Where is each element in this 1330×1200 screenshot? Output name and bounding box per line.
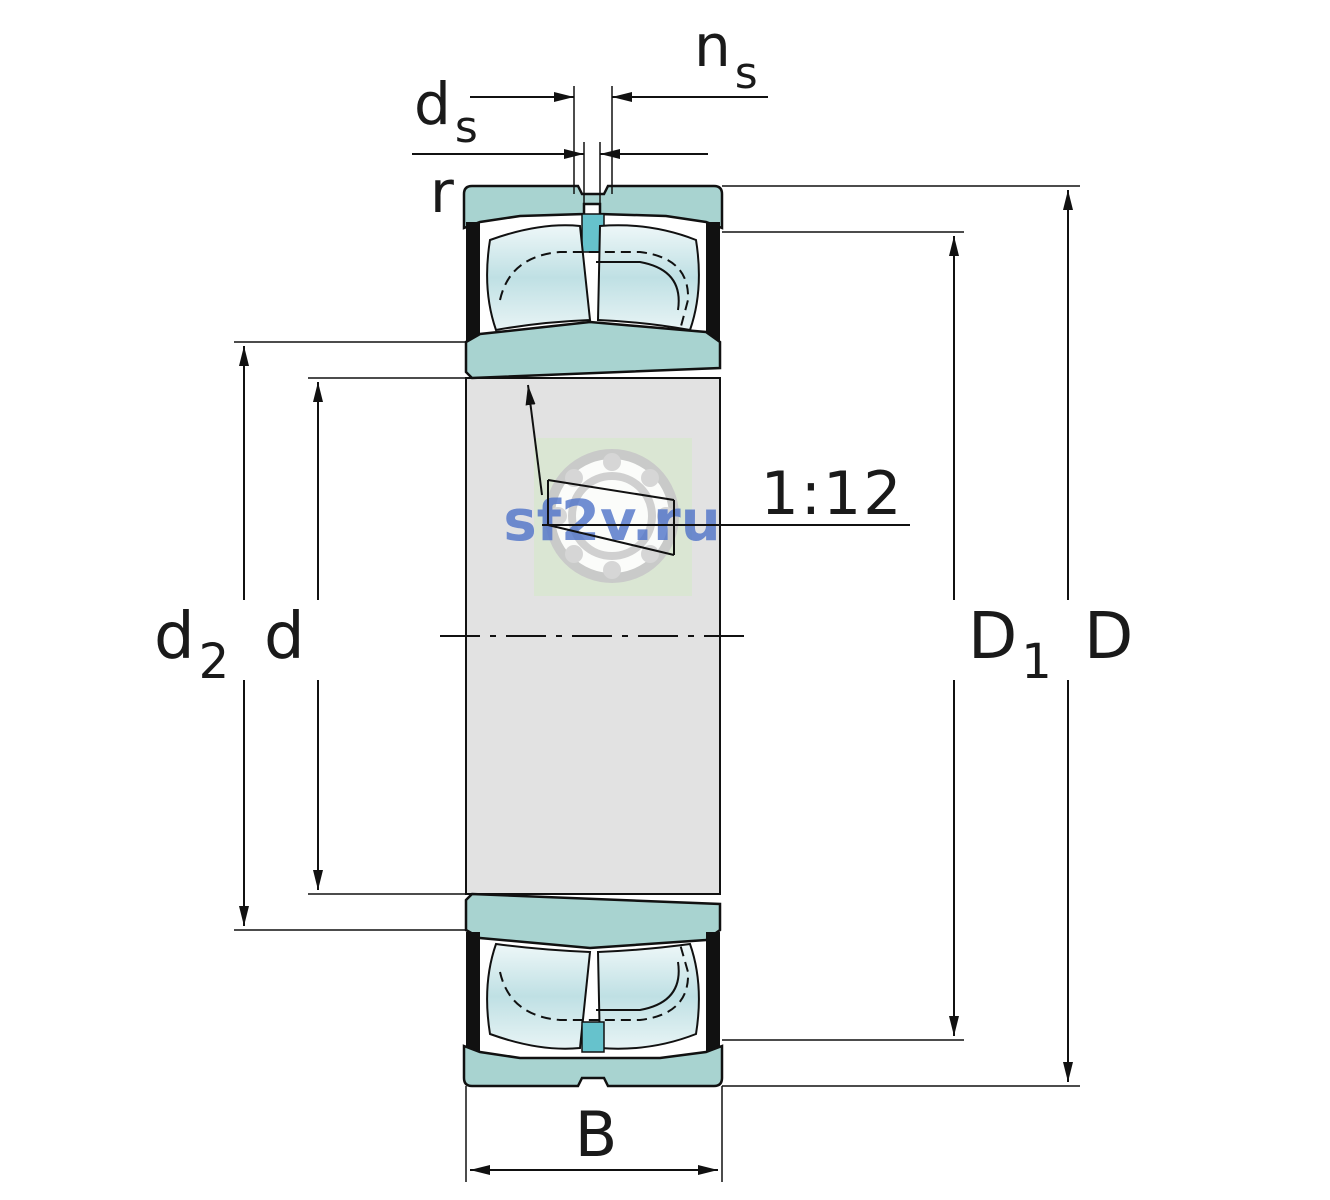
roller-bottom-left (486, 942, 592, 1050)
lube-hole-bottom (581, 1021, 605, 1053)
dimension-d: d (264, 377, 466, 895)
outer-ring-bottom (462, 1044, 724, 1088)
r-label: r (430, 158, 454, 226)
dimension-ds: ds (412, 70, 708, 204)
B-label: B (575, 1098, 618, 1171)
taper-symbol: 1:12 (525, 384, 910, 556)
bearing-top-half (462, 184, 724, 380)
D1-label: D1 (968, 600, 1052, 690)
dimension-ns: ns (470, 12, 768, 194)
dimension-D: D (722, 185, 1133, 1087)
d-label: d (264, 600, 305, 674)
cage-top-solid (596, 261, 680, 311)
roller-bottom-right (596, 942, 700, 1050)
d2-label: d2 (154, 600, 229, 690)
inner-ring-bottom (464, 892, 722, 950)
cage-bottom-solid (596, 961, 680, 1011)
roller-top-left (486, 224, 592, 332)
dimension-d2: d2 (154, 341, 466, 931)
cage-top (499, 251, 690, 331)
ds-label: ds (414, 70, 478, 153)
taper-label: 1:12 (761, 459, 904, 529)
bearing-bottom-half (462, 892, 724, 1088)
ns-label: ns (694, 12, 758, 99)
seal-bottom-right (706, 932, 720, 1052)
seal-top-left (466, 222, 480, 342)
inner-ring-top (464, 320, 722, 380)
watermark: sf2v.ru (503, 438, 721, 596)
dimension-D1: D1 (722, 231, 1052, 1041)
seal-top-right (706, 222, 720, 342)
seal-bottom-left (466, 932, 480, 1052)
dimension-B: B (465, 1086, 723, 1182)
cage-bottom (499, 943, 690, 1021)
outer-ring-top (462, 184, 724, 230)
D-label: D (1084, 600, 1133, 674)
watermark-text: sf2v.ru (503, 489, 720, 554)
